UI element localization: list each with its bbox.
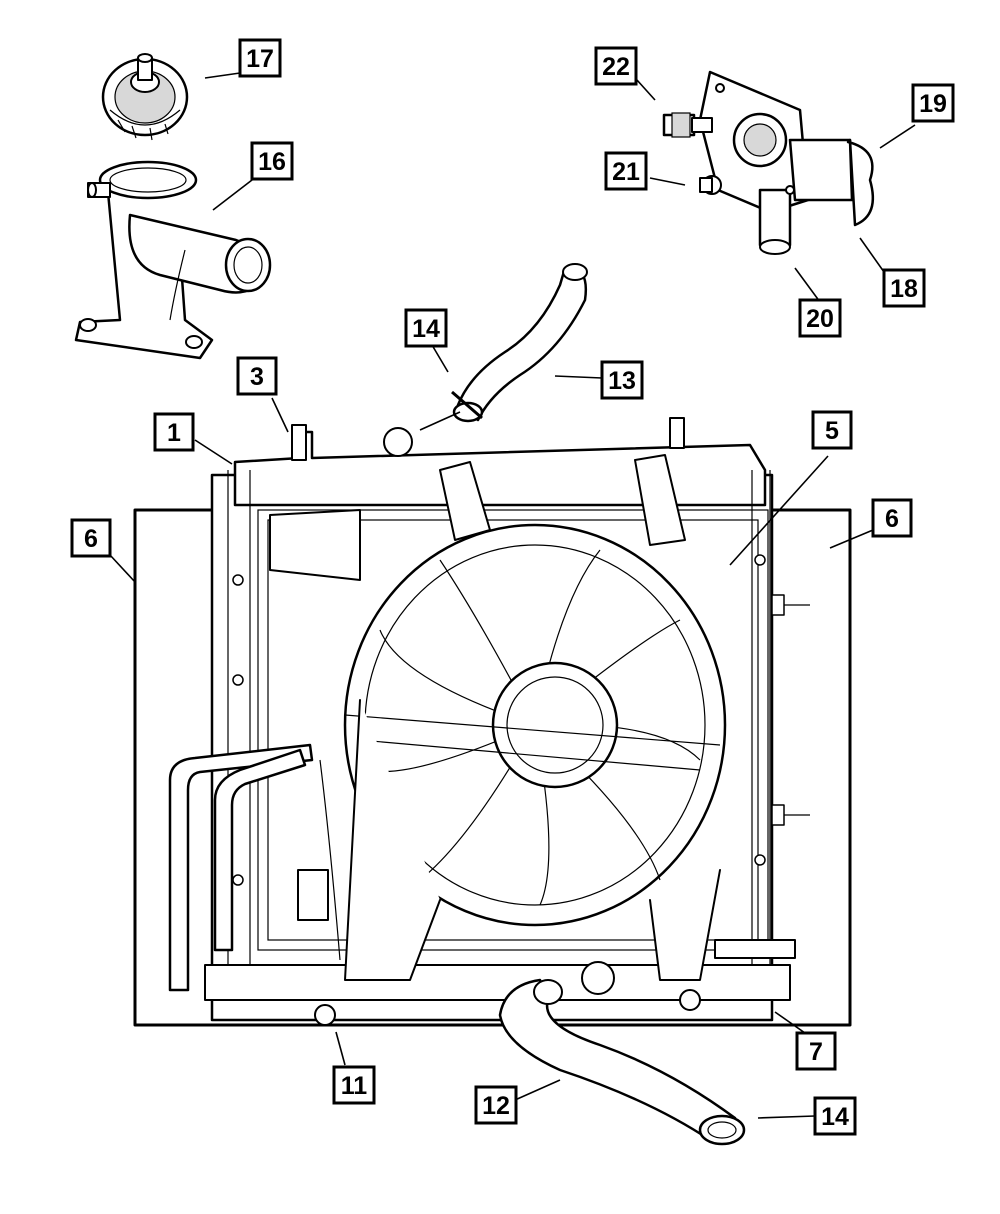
cooling-fan-part xyxy=(343,523,727,981)
callout-21: 21 xyxy=(604,151,648,191)
callout-18: 18 xyxy=(882,268,926,308)
callout-12-label: 12 xyxy=(482,1092,510,1120)
coolant-outlet-assembly-part xyxy=(662,70,875,255)
callout-20-label: 20 xyxy=(806,305,834,333)
callout-7-label: 7 xyxy=(809,1038,823,1066)
thermostat-housing-part xyxy=(74,160,272,360)
callout-6-left: 6 xyxy=(70,518,112,558)
callout-3-label: 3 xyxy=(250,363,264,391)
callout-16-label: 16 xyxy=(258,148,286,176)
callout-19: 19 xyxy=(911,83,955,123)
lower-radiator-hose-part xyxy=(498,961,746,1146)
callout-14-lower: 14 xyxy=(813,1096,857,1136)
callout-11-label: 11 xyxy=(341,1072,368,1100)
cooler-line-part xyxy=(168,743,796,1026)
callout-17-label: 17 xyxy=(246,45,274,73)
callout-16: 16 xyxy=(250,141,294,181)
callout-5: 5 xyxy=(811,410,853,450)
callout-19-label: 19 xyxy=(919,90,947,118)
callout-6-right-label: 6 xyxy=(885,505,899,533)
callout-7: 7 xyxy=(795,1031,837,1071)
callout-18-label: 18 xyxy=(890,275,918,303)
callout-12: 12 xyxy=(474,1085,518,1125)
callout-13: 13 xyxy=(600,360,644,400)
callout-6-left-label: 6 xyxy=(84,525,98,553)
callout-3: 3 xyxy=(236,356,278,396)
callout-6-right: 6 xyxy=(871,498,913,538)
callout-22-label: 22 xyxy=(602,53,630,81)
callout-11: 11 xyxy=(332,1065,376,1105)
callout-17: 17 xyxy=(238,38,282,78)
callout-22: 22 xyxy=(594,46,638,86)
callout-14-lower-label: 14 xyxy=(821,1103,849,1131)
callout-1: 1 xyxy=(153,412,195,452)
upper-radiator-hose-part xyxy=(451,263,588,423)
callout-20: 20 xyxy=(798,298,842,338)
thermostat-part xyxy=(101,53,189,141)
callout-14-upper-label: 14 xyxy=(412,315,440,343)
callout-14-upper: 14 xyxy=(404,308,448,348)
callout-21-label: 21 xyxy=(612,158,640,186)
callout-5-label: 5 xyxy=(825,417,839,445)
callout-13-label: 13 xyxy=(608,367,636,395)
callout-1-label: 1 xyxy=(167,419,181,447)
